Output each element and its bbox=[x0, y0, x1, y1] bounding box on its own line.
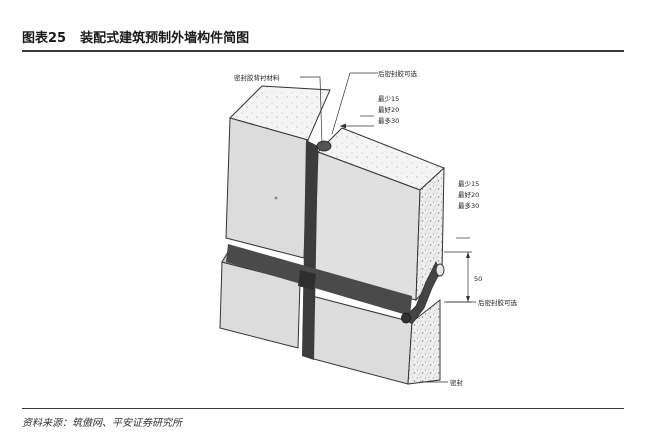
figure-title: 图表25 装配式建筑预制外墙构件简图 bbox=[22, 27, 249, 46]
left-upper-panel bbox=[225, 85, 331, 259]
label-dim-top-min: 最少15 bbox=[378, 95, 399, 103]
label-dim-top-max: 最多30 bbox=[378, 116, 399, 125]
figure-header: 图表25 装配式建筑预制外墙构件简图 bbox=[22, 24, 624, 52]
joints bbox=[226, 140, 445, 360]
figure-number: 图表25 bbox=[22, 31, 67, 46]
backing-rod-right bbox=[435, 263, 445, 277]
figure-title-text: 装配式建筑预制外墙构件简图 bbox=[80, 31, 250, 46]
leader-backing bbox=[300, 76, 323, 146]
side-joint-profile bbox=[403, 261, 441, 325]
right-lower-panel-side bbox=[407, 298, 441, 385]
figure-footer: 资料来源：筑傲网、平安证券研究所 bbox=[22, 408, 624, 431]
label-dim-right-max: 最多30 bbox=[458, 201, 479, 210]
arrowheads bbox=[340, 123, 470, 302]
vertical-joint bbox=[302, 140, 318, 360]
arrowhead-50-top bbox=[466, 252, 470, 258]
joint-cross-highlight bbox=[298, 270, 316, 290]
backing-rod-top bbox=[316, 140, 332, 152]
backing-rod-lower bbox=[401, 312, 411, 324]
arrowhead-top bbox=[340, 123, 346, 129]
left-upper-panel-front bbox=[225, 117, 309, 259]
label-dim-top-best: 最好20 bbox=[378, 105, 399, 114]
face-mark bbox=[274, 196, 278, 200]
label-dim-right-best: 最好20 bbox=[458, 190, 479, 199]
label-rear-sealant-right: 后密封胶可选 bbox=[478, 298, 518, 307]
leader-rear-sealant-top bbox=[331, 72, 378, 135]
label-dim-50: 50 bbox=[474, 275, 482, 283]
figure-source: 资料来源：筑傲网、平安证券研究所 bbox=[22, 418, 182, 429]
arrowhead-50-bottom bbox=[466, 296, 470, 302]
label-backing-material: 密封胶背衬材料 bbox=[234, 73, 280, 82]
label-rear-sealant-top: 后密封胶可选 bbox=[378, 69, 418, 78]
horizontal-joint bbox=[226, 244, 412, 316]
label-seal: 密封 bbox=[450, 378, 464, 387]
right-lower-panel bbox=[309, 295, 441, 385]
label-dim-right-min: 最少15 bbox=[458, 180, 479, 188]
